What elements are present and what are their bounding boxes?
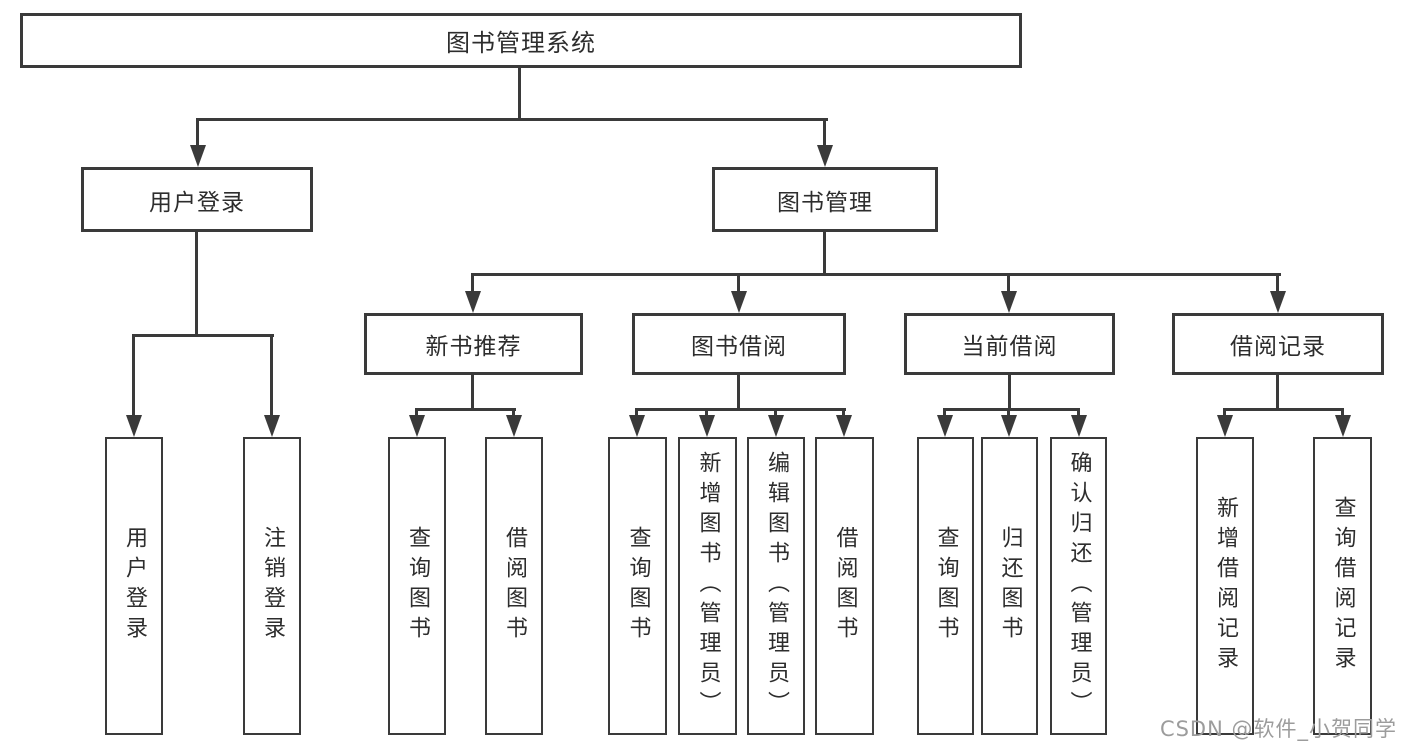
node-user-login: 用户登录 [81, 167, 313, 232]
arrow-down-icon [465, 291, 481, 313]
connector-line [1008, 375, 1011, 411]
connector-line [196, 121, 199, 147]
arrow-down-icon [190, 145, 206, 167]
leaf-query-books-recommend: 查询图书 [388, 437, 446, 735]
arrow-down-icon [1071, 415, 1087, 437]
arrow-down-icon [126, 415, 142, 437]
connector-line [471, 273, 1281, 276]
arrow-down-icon [768, 415, 784, 437]
connector-line [635, 408, 846, 411]
connector-line [270, 337, 273, 415]
arrow-down-icon [1217, 415, 1233, 437]
connector-line [774, 411, 777, 417]
node-new-book-recommendation-label: 新书推荐 [425, 334, 522, 360]
connector-line [823, 121, 826, 147]
arrow-down-icon [1270, 291, 1286, 313]
connector-line [1007, 276, 1010, 293]
connector-line [471, 276, 474, 293]
node-current-borrowing: 当前借阅 [904, 313, 1115, 375]
node-book-borrowing-label: 图书借阅 [691, 334, 787, 360]
arrow-down-icon [836, 415, 852, 437]
connector-line [132, 337, 135, 415]
connector-line [1276, 375, 1279, 411]
connector-line [1223, 408, 1344, 411]
leaf-add-borrow-record: 新增借阅记录 [1196, 437, 1254, 735]
connector-line [1276, 276, 1279, 293]
arrow-down-icon [506, 415, 522, 437]
leaf-return-books: 归还图书 [981, 437, 1038, 735]
arrow-down-icon [699, 415, 715, 437]
connector-line [943, 411, 946, 417]
csdn-watermark: CSDN @软件_小贺同学 [1159, 717, 1397, 741]
leaf-add-books-admin: 新增图书（管理员） [678, 437, 737, 735]
connector-line [823, 232, 826, 276]
connector-line [635, 411, 638, 417]
node-book-management-label: 图书管理 [777, 189, 873, 216]
connector-line [943, 408, 1080, 411]
node-book-borrowing: 图书借阅 [632, 313, 846, 375]
leaf-query-books-current: 查询图书 [917, 437, 974, 735]
arrow-down-icon [1001, 415, 1017, 437]
leaf-borrow-books-borrowing: 借阅图书 [815, 437, 874, 735]
connector-line [842, 411, 845, 417]
connector-line [1077, 411, 1080, 417]
arrow-down-icon [731, 291, 747, 313]
arrow-down-icon [629, 415, 645, 437]
arrow-down-icon [817, 145, 833, 167]
node-library-system: 图书管理系统 [20, 13, 1022, 68]
connector-line [415, 408, 516, 411]
connector-line [132, 334, 274, 337]
node-user-login-label: 用户登录 [149, 189, 245, 216]
node-borrowing-records: 借阅记录 [1172, 313, 1384, 375]
arrow-down-icon [409, 415, 425, 437]
node-book-management: 图书管理 [712, 167, 938, 232]
leaf-confirm-return-admin: 确认归还（管理员） [1050, 437, 1107, 735]
leaf-query-books-borrowing: 查询图书 [608, 437, 667, 735]
arrow-down-icon [937, 415, 953, 437]
leaf-edit-books-admin: 编辑图书（管理员） [747, 437, 805, 735]
leaf-borrow-books-recommend: 借阅图书 [485, 437, 543, 735]
arrow-down-icon [1001, 291, 1017, 313]
connector-line [737, 375, 740, 411]
connector-line [705, 411, 708, 417]
connector-line [1007, 411, 1010, 417]
connector-line [1341, 411, 1344, 417]
connector-line [196, 118, 828, 121]
connector-line [512, 411, 515, 417]
node-library-system-label: 图书管理系统 [446, 29, 596, 57]
connector-line [737, 276, 740, 293]
arrow-down-icon [264, 415, 280, 437]
node-new-book-recommendation: 新书推荐 [364, 313, 583, 375]
leaf-user-login: 用户登录 [105, 437, 163, 735]
connector-line [415, 411, 418, 417]
connector-line [195, 232, 198, 337]
node-borrowing-records-label: 借阅记录 [1230, 334, 1326, 360]
connector-line [471, 375, 474, 411]
connector-line [518, 66, 521, 120]
arrow-down-icon [1335, 415, 1351, 437]
node-current-borrowing-label: 当前借阅 [961, 334, 1058, 360]
connector-line [1223, 411, 1226, 417]
leaf-query-borrow-record: 查询借阅记录 [1313, 437, 1372, 735]
leaf-logout: 注销登录 [243, 437, 301, 735]
